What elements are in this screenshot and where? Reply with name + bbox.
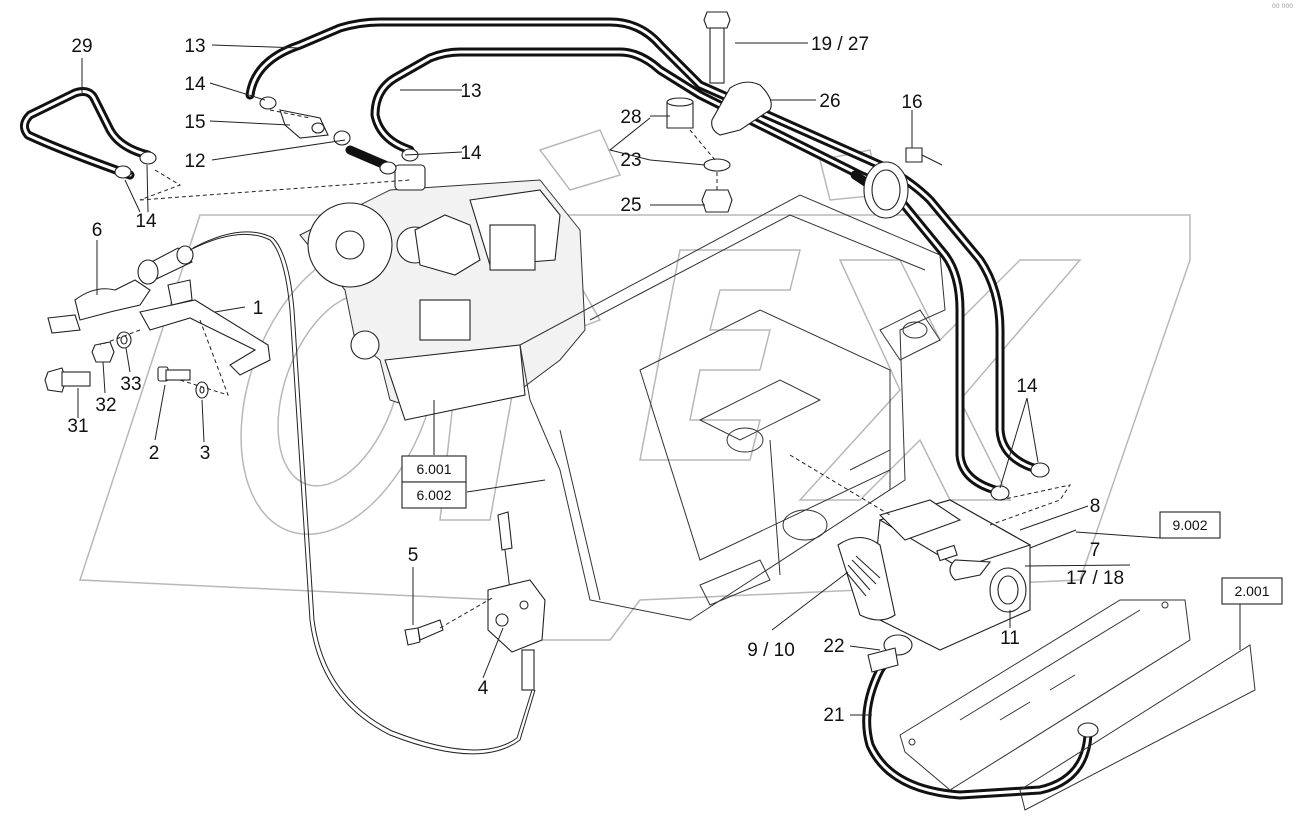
callout-15: 15 [184, 112, 205, 133]
ref-6002-label: 6.002 [416, 487, 451, 503]
callout-13-mid: 13 [460, 81, 481, 102]
clamp-29a [114, 165, 132, 179]
callout-14-mid: 14 [460, 143, 482, 164]
callout-23: 23 [620, 150, 641, 171]
ref-box-6002[interactable] [401, 481, 467, 509]
screw-5-head [404, 627, 421, 646]
reference-boxes: 6.001 6.002 9.002 2.001 [401, 455, 1283, 605]
callout-14-right: 14 [1016, 376, 1038, 397]
ref-2001-label: 2.001 [1234, 583, 1269, 599]
clamp-14d [1030, 462, 1050, 478]
ref-box-6001[interactable] [401, 455, 467, 483]
bolt-head-19 [703, 11, 731, 29]
callout-2: 2 [149, 443, 160, 464]
callout-26: 26 [819, 91, 840, 112]
callout-9-10: 9 / 10 [747, 640, 795, 661]
callout-29: 29 [71, 36, 92, 57]
callout-11: 11 [1000, 628, 1020, 649]
ref-6001-label: 6.001 [416, 461, 451, 477]
clamp-14c [990, 485, 1010, 501]
callout-19-27: 19 / 27 [811, 34, 869, 55]
callout-5: 5 [408, 545, 419, 566]
throttle-lever-assembly [404, 511, 546, 691]
callout-31: 31 [67, 416, 88, 437]
clamp-upper [333, 130, 351, 146]
callout-13-top: 13 [184, 36, 205, 57]
clamp-12 [379, 161, 397, 175]
heater-hoses [20, 17, 1045, 495]
engine-assembly [299, 164, 586, 455]
screw-5-shank [417, 619, 444, 641]
clamp-29b [139, 151, 157, 165]
callout-28: 28 [620, 107, 641, 128]
bolt-31-shank [61, 371, 91, 387]
callout-16: 16 [901, 92, 922, 113]
cable-spring-6 [74, 279, 151, 321]
callout-1: 1 [253, 298, 264, 319]
bolt-31-head [44, 367, 67, 393]
grille-9-10 [837, 536, 896, 621]
lever-cable-end-4 [521, 649, 535, 691]
heater-unit [837, 499, 1099, 800]
callout-14-left: 14 [135, 211, 157, 232]
ref-box-9002[interactable] [1159, 511, 1221, 539]
ref-9002-label: 9.002 [1172, 517, 1207, 533]
assembly-lines [99, 109, 1072, 629]
ref-box-2001[interactable] [1221, 577, 1283, 605]
callout-21: 21 [823, 705, 844, 726]
nut-25 [701, 189, 733, 213]
callout-17-18: 17 / 18 [1066, 568, 1124, 589]
callout-7: 7 [1090, 540, 1101, 561]
callout-6: 6 [92, 220, 103, 241]
clamp-26 [711, 81, 772, 136]
callout-4: 4 [478, 678, 489, 699]
bracket-hardware [666, 11, 943, 219]
washer-23 [703, 158, 731, 172]
callout-32: 32 [95, 395, 116, 416]
leader-lines [77, 42, 1241, 716]
bolt-2-shank [165, 369, 191, 381]
callout-33: 33 [120, 374, 141, 395]
callout-12: 12 [184, 151, 205, 172]
lever-knob-4 [497, 511, 513, 551]
nut-32 [91, 341, 115, 363]
throttle-cable-assembly [44, 231, 536, 755]
chassis-frame [519, 194, 946, 621]
callout-8: 8 [1090, 496, 1101, 517]
top-right-mark: 00 000 [1272, 3, 1293, 10]
floor-duct-plate [899, 599, 1256, 811]
callout-25: 25 [620, 195, 641, 216]
clevis-6 [47, 314, 81, 334]
callout-3: 3 [200, 443, 211, 464]
callout-labels: 29 13 14 15 12 13 14 14 19 / 27 26 16 28… [67, 34, 1124, 726]
tie-16 [905, 147, 923, 163]
lever-housing-4 [487, 579, 546, 653]
callout-14-top: 14 [184, 74, 206, 95]
callout-22: 22 [823, 636, 844, 657]
bracket-1 [139, 299, 271, 376]
bolt-shank-19 [709, 27, 725, 84]
